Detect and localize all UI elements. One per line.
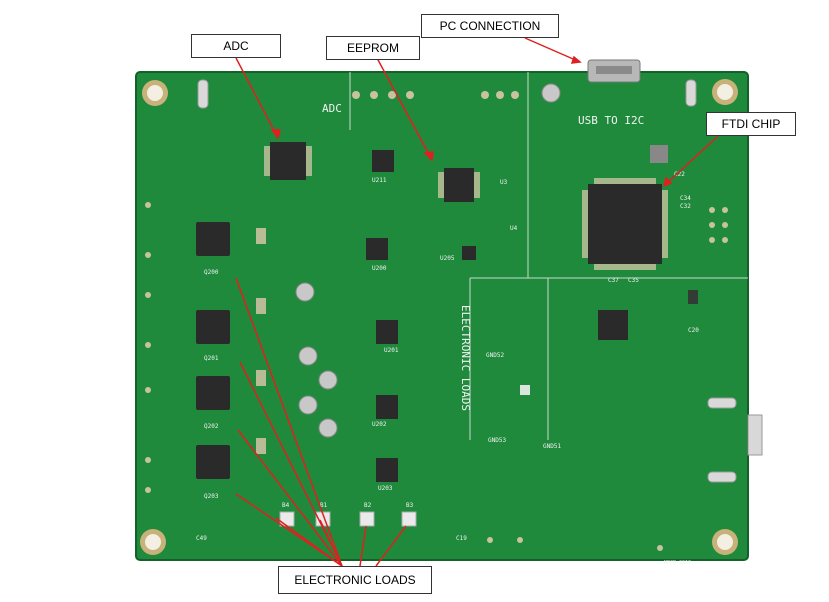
silk-q203: Q203 bbox=[204, 493, 219, 500]
callout-pc-connection: PC CONNECTION bbox=[421, 14, 559, 38]
silk-c32: C32 bbox=[680, 203, 691, 210]
silk-u200: U200 bbox=[372, 265, 387, 272]
silk-gnd52: GND52 bbox=[486, 352, 504, 359]
silk-u3: U3 bbox=[500, 179, 508, 186]
silk-gnd51: GND51 bbox=[543, 443, 561, 450]
silk-b4: B4 bbox=[282, 502, 290, 509]
silk-u211: U211 bbox=[372, 177, 387, 184]
silk-b1: B1 bbox=[320, 502, 328, 509]
silk-c34: C34 bbox=[680, 195, 691, 202]
silk-q201: Q201 bbox=[204, 355, 219, 362]
silk-c35: C35 bbox=[628, 277, 639, 284]
callout-arrows bbox=[235, 37, 719, 567]
silk-u4: U4 bbox=[510, 225, 518, 232]
callout-eeprom: EEPROM bbox=[326, 36, 420, 60]
ftdi-chip bbox=[582, 178, 668, 270]
silk-q202: Q202 bbox=[204, 423, 219, 430]
adc-chip bbox=[264, 142, 312, 180]
silk-usb-to-i2c: USB TO I2C bbox=[578, 114, 644, 127]
silk-c22: C22 bbox=[674, 171, 685, 178]
callout-ftdi-chip: FTDI CHIP bbox=[706, 112, 796, 136]
eeprom-chip bbox=[438, 168, 480, 202]
silk-u201: U201 bbox=[384, 347, 399, 354]
silk-u202: U202 bbox=[372, 421, 387, 428]
silk-electronic-loads: ELECTRONIC LOADS bbox=[459, 305, 472, 411]
side-connector bbox=[747, 414, 763, 456]
mounting-holes bbox=[140, 79, 738, 555]
silk-c37: C37 bbox=[608, 277, 619, 284]
silk-c49: C49 bbox=[196, 535, 207, 542]
callout-electronic-loads: ELECTRONIC LOADS bbox=[278, 566, 432, 594]
silk-b2: B2 bbox=[364, 502, 372, 509]
silk-pcb-id: NPCB 2219 bbox=[664, 560, 691, 566]
silk-b3: B3 bbox=[406, 502, 414, 509]
mosfets bbox=[196, 222, 230, 479]
silk-adc: ADC bbox=[322, 102, 342, 115]
silk-c19: C19 bbox=[456, 535, 467, 542]
silk-gnd53: GND53 bbox=[488, 437, 506, 444]
silk-u203: U203 bbox=[378, 485, 393, 492]
silk-q200: Q200 bbox=[204, 269, 219, 276]
silk-u205: U205 bbox=[440, 255, 455, 262]
silk-c20: C20 bbox=[688, 327, 699, 334]
callout-adc: ADC bbox=[191, 34, 281, 58]
